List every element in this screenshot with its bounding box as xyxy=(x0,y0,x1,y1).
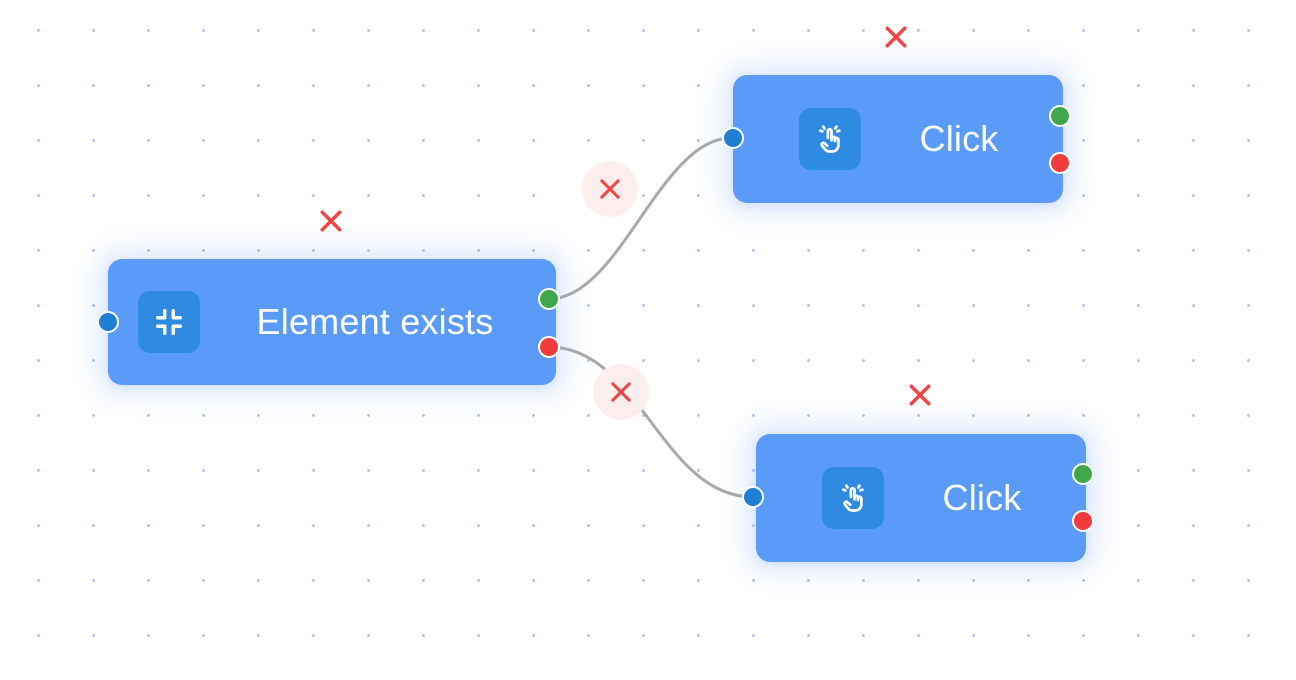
node-click-top-failure-port[interactable] xyxy=(1049,152,1071,174)
close-icon xyxy=(600,179,620,199)
element-exists-icon xyxy=(138,291,200,353)
edge-delete-button-failure[interactable] xyxy=(593,364,649,420)
node-element-exists[interactable]: Element exists xyxy=(108,259,556,385)
node-element-exists-failure-port[interactable] xyxy=(538,336,560,358)
node-click-bottom-failure-port[interactable] xyxy=(1072,510,1094,532)
node-click-bottom-input-port[interactable] xyxy=(742,486,764,508)
edge-delete-button-success[interactable] xyxy=(582,161,638,217)
close-icon xyxy=(885,26,907,48)
close-icon xyxy=(611,382,631,402)
pointer-hand-icon xyxy=(842,484,864,512)
node-click-bottom[interactable]: Click xyxy=(756,434,1086,562)
node-click-bottom-success-port[interactable] xyxy=(1072,463,1094,485)
edge-success-path xyxy=(547,136,733,301)
edge-failure-path xyxy=(547,345,755,499)
pointer-hand-icon xyxy=(819,125,841,153)
node-click-top-success-port[interactable] xyxy=(1049,105,1071,127)
node-label: Click xyxy=(919,118,999,159)
click-hand-icon xyxy=(799,108,861,170)
node-element-exists-input-port[interactable] xyxy=(97,311,119,333)
collapse-corners-icon xyxy=(155,308,183,336)
node-delete-button-click-top[interactable] xyxy=(879,20,913,54)
close-icon xyxy=(909,384,931,406)
node-delete-button-element-exists[interactable] xyxy=(314,204,348,238)
node-element-exists-success-port[interactable] xyxy=(538,288,560,310)
close-icon xyxy=(320,210,342,232)
click-hand-icon xyxy=(822,467,884,529)
node-click-top[interactable]: Click xyxy=(733,75,1063,203)
node-label: Click xyxy=(942,477,1022,518)
node-delete-button-click-bottom[interactable] xyxy=(903,378,937,412)
node-click-top-input-port[interactable] xyxy=(722,127,744,149)
node-label: Element exists xyxy=(256,301,494,342)
